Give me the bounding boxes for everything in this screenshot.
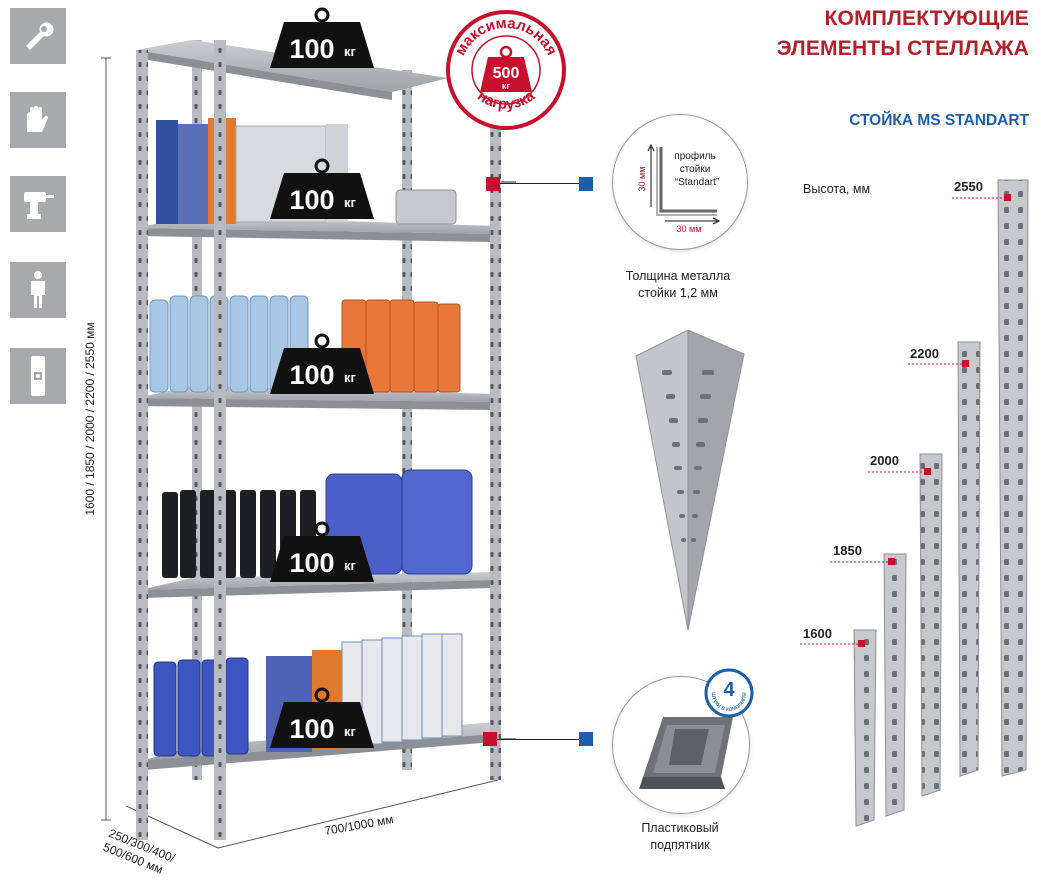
post-angle-illustration: [635, 330, 745, 630]
weight-value-4: 100: [289, 548, 334, 578]
person-icon: [10, 262, 66, 318]
page-title: КОМПЛЕКТУЮЩИЕ ЭЛЕМЕНТЫ СТЕЛЛАЖА: [777, 4, 1029, 64]
weight-badge-2: 100 кг: [270, 155, 374, 226]
marker-red-top: [486, 177, 500, 191]
weight-badge-3: 100 кг: [270, 330, 374, 401]
weight-badge-1: 100 кг: [270, 4, 374, 75]
post-size-1850: 1850: [833, 543, 862, 558]
foot-caption-2: подпятник: [650, 838, 710, 852]
marker-blue-top: [579, 177, 593, 191]
connector-line-bottom: [497, 739, 579, 740]
title-line-2: ЭЛЕМЕНТЫ СТЕЛЛАЖА: [776, 37, 1029, 60]
foot-count: 4: [723, 679, 735, 701]
shelf-rack-illustration: [101, 40, 516, 849]
foot-caption: Пластиковый подпятник: [600, 820, 760, 854]
height-dimension: 1600 / 1850 / 2000 / 2200 / 2550 мм: [83, 322, 97, 516]
weight-badge-4: 100 кг: [270, 518, 374, 589]
seal-value: 500: [493, 65, 520, 82]
foot-detail-circle: [612, 676, 750, 814]
post-size-2550: 2550: [954, 179, 983, 194]
profile-caption-2: стойки 1,2 мм: [638, 286, 718, 300]
post-size-1600: 1600: [803, 626, 832, 641]
profile-label-2: стойки: [680, 164, 711, 175]
weight-unit-5: кг: [344, 724, 357, 739]
weight-unit-4: кг: [344, 558, 357, 573]
height-label: Высота, мм: [803, 182, 871, 196]
weight-unit-2: кг: [344, 195, 357, 210]
weight-unit-3: кг: [344, 370, 357, 385]
profile-label-1: профиль: [674, 150, 715, 162]
weight-value-5: 100: [289, 714, 334, 744]
gloves-icon: [10, 92, 66, 148]
foot-caption-1: Пластиковый: [641, 821, 719, 835]
post-size-2200: 2200: [910, 346, 939, 361]
weight-value-2: 100: [289, 185, 334, 215]
weight-unit-1: кг: [344, 44, 357, 59]
foot-count-badge: 4 штуки в комплекте: [704, 668, 754, 718]
drill-icon: [10, 176, 66, 232]
profile-side-h: 30 мм: [677, 224, 702, 234]
posts-illustration: [800, 179, 1029, 827]
max-load-seal: максимальная нагрузка 500 кг: [444, 8, 568, 137]
weight-value-1: 100: [289, 34, 334, 64]
profile-caption: Толщина металла стойки 1,2 мм: [598, 268, 758, 302]
wrench-icon: [10, 8, 66, 64]
level-icon: [10, 348, 66, 404]
profile-label-3: “Standart”: [675, 177, 719, 188]
profile-side-v: 30 мм: [637, 167, 647, 192]
profile-detail-circle: 30 мм 30 мм профиль стойки “Standart”: [612, 114, 748, 250]
profile-caption-1: Толщина металла: [625, 269, 731, 283]
product-subtitle: СТОЙКА MS STANDART: [849, 112, 1029, 129]
weight-badge-5: 100 кг: [270, 684, 374, 755]
marker-blue-bottom: [579, 732, 593, 746]
connector-line-top: [500, 183, 579, 184]
title-line-1: КОМПЛЕКТУЮЩИЕ: [824, 7, 1029, 30]
marker-red-bottom: [483, 732, 497, 746]
post-size-2000: 2000: [870, 453, 899, 468]
seal-unit: кг: [502, 81, 511, 91]
weight-value-3: 100: [289, 360, 334, 390]
